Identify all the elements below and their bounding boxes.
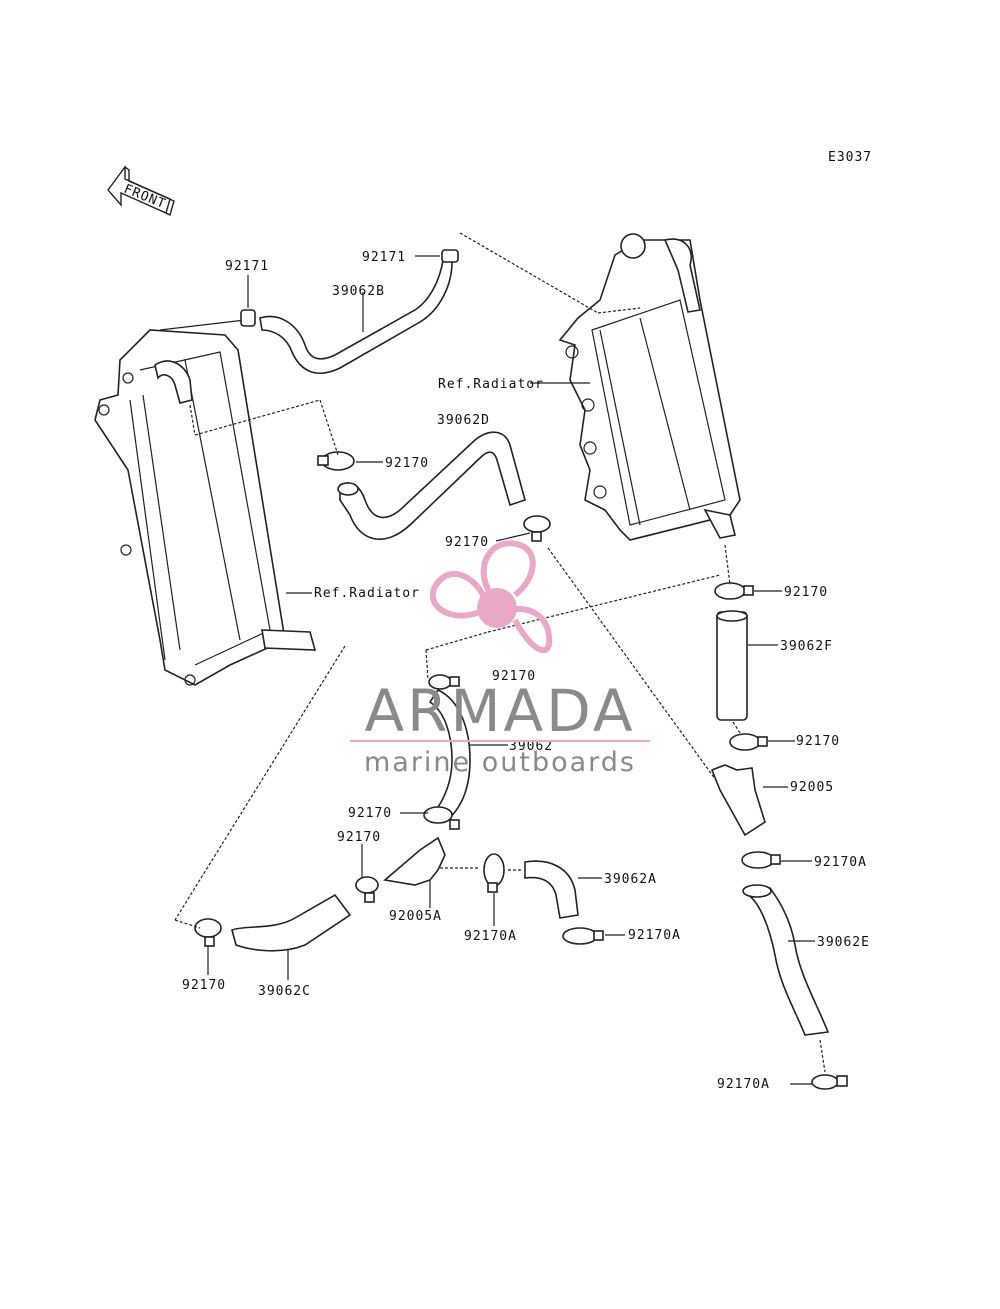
label-92005A: 92005A <box>389 909 442 924</box>
label-92170-h: 92170 <box>182 978 226 993</box>
clamp-92170-e <box>428 674 460 690</box>
clamp-92170A-d <box>811 1074 848 1090</box>
clamp-92170-c <box>714 582 754 600</box>
clamp-92170-d <box>729 733 768 751</box>
clamp-92170A-b <box>562 927 604 945</box>
label-92171-top: 92171 <box>362 250 406 265</box>
label-92170-b: 92170 <box>445 535 489 550</box>
label-92170-c: 92170 <box>784 585 828 600</box>
leader-lines <box>207 255 815 1085</box>
clamp-92170-a <box>317 451 355 471</box>
hose-39062C <box>231 893 352 952</box>
clamp-92170-g <box>355 876 379 903</box>
propeller-hub <box>477 588 517 628</box>
hose-39062B <box>259 259 453 374</box>
pipe-92005 <box>710 764 766 837</box>
label-ref-radiator-left: Ref.Radiator <box>314 586 420 601</box>
label-92170-f: 92170 <box>348 806 392 821</box>
label-92171-left: 92171 <box>225 259 269 274</box>
hose-39062F <box>716 611 748 721</box>
label-39062D: 39062D <box>437 413 490 428</box>
reference-lines <box>174 232 826 1073</box>
label-92170A-c: 92170A <box>814 855 867 870</box>
clamp-92170A-a <box>483 853 505 893</box>
clamp-92171-left <box>240 309 256 327</box>
label-39062A: 39062A <box>604 872 657 887</box>
propeller-logo-icon <box>429 540 553 654</box>
armada-watermark: ARMADA marine outboards <box>350 540 650 778</box>
label-39062: 39062 <box>509 739 553 754</box>
label-39062F: 39062F <box>780 639 833 654</box>
label-92170-d: 92170 <box>796 734 840 749</box>
hose-39062E <box>742 887 830 1036</box>
label-39062B: 39062B <box>332 284 385 299</box>
pipe-92005A <box>383 836 446 886</box>
front-arrow-icon: FRONT <box>107 164 175 217</box>
label-92170A-d: 92170A <box>717 1077 770 1092</box>
label-92005: 92005 <box>790 780 834 795</box>
label-92170-e: 92170 <box>492 669 536 684</box>
clamp-92170-b <box>523 515 551 542</box>
label-92170-g: 92170 <box>337 830 381 845</box>
clamp-92170-f <box>423 806 460 830</box>
diagram-code: E3037 <box>828 150 872 165</box>
clamp-92170A-c <box>741 851 781 869</box>
clamp-92170-h <box>194 918 222 947</box>
label-92170A-a: 92170A <box>464 929 517 944</box>
watermark-tagline: marine outboards <box>364 747 636 778</box>
right-radiator <box>558 233 741 541</box>
hose-39062A <box>524 860 579 919</box>
label-39062C: 39062C <box>258 984 311 999</box>
clamp-92171-top <box>441 249 459 263</box>
hose-39062D <box>339 431 526 540</box>
label-92170-a: 92170 <box>385 456 429 471</box>
front-label: FRONT <box>122 182 169 212</box>
label-ref-radiator-right: Ref.Radiator <box>438 377 544 392</box>
label-92170A-b: 92170A <box>628 928 681 943</box>
label-39062E: 39062E <box>817 935 870 950</box>
watermark-brand: ARMADA <box>364 677 635 745</box>
left-radiator <box>94 319 317 686</box>
